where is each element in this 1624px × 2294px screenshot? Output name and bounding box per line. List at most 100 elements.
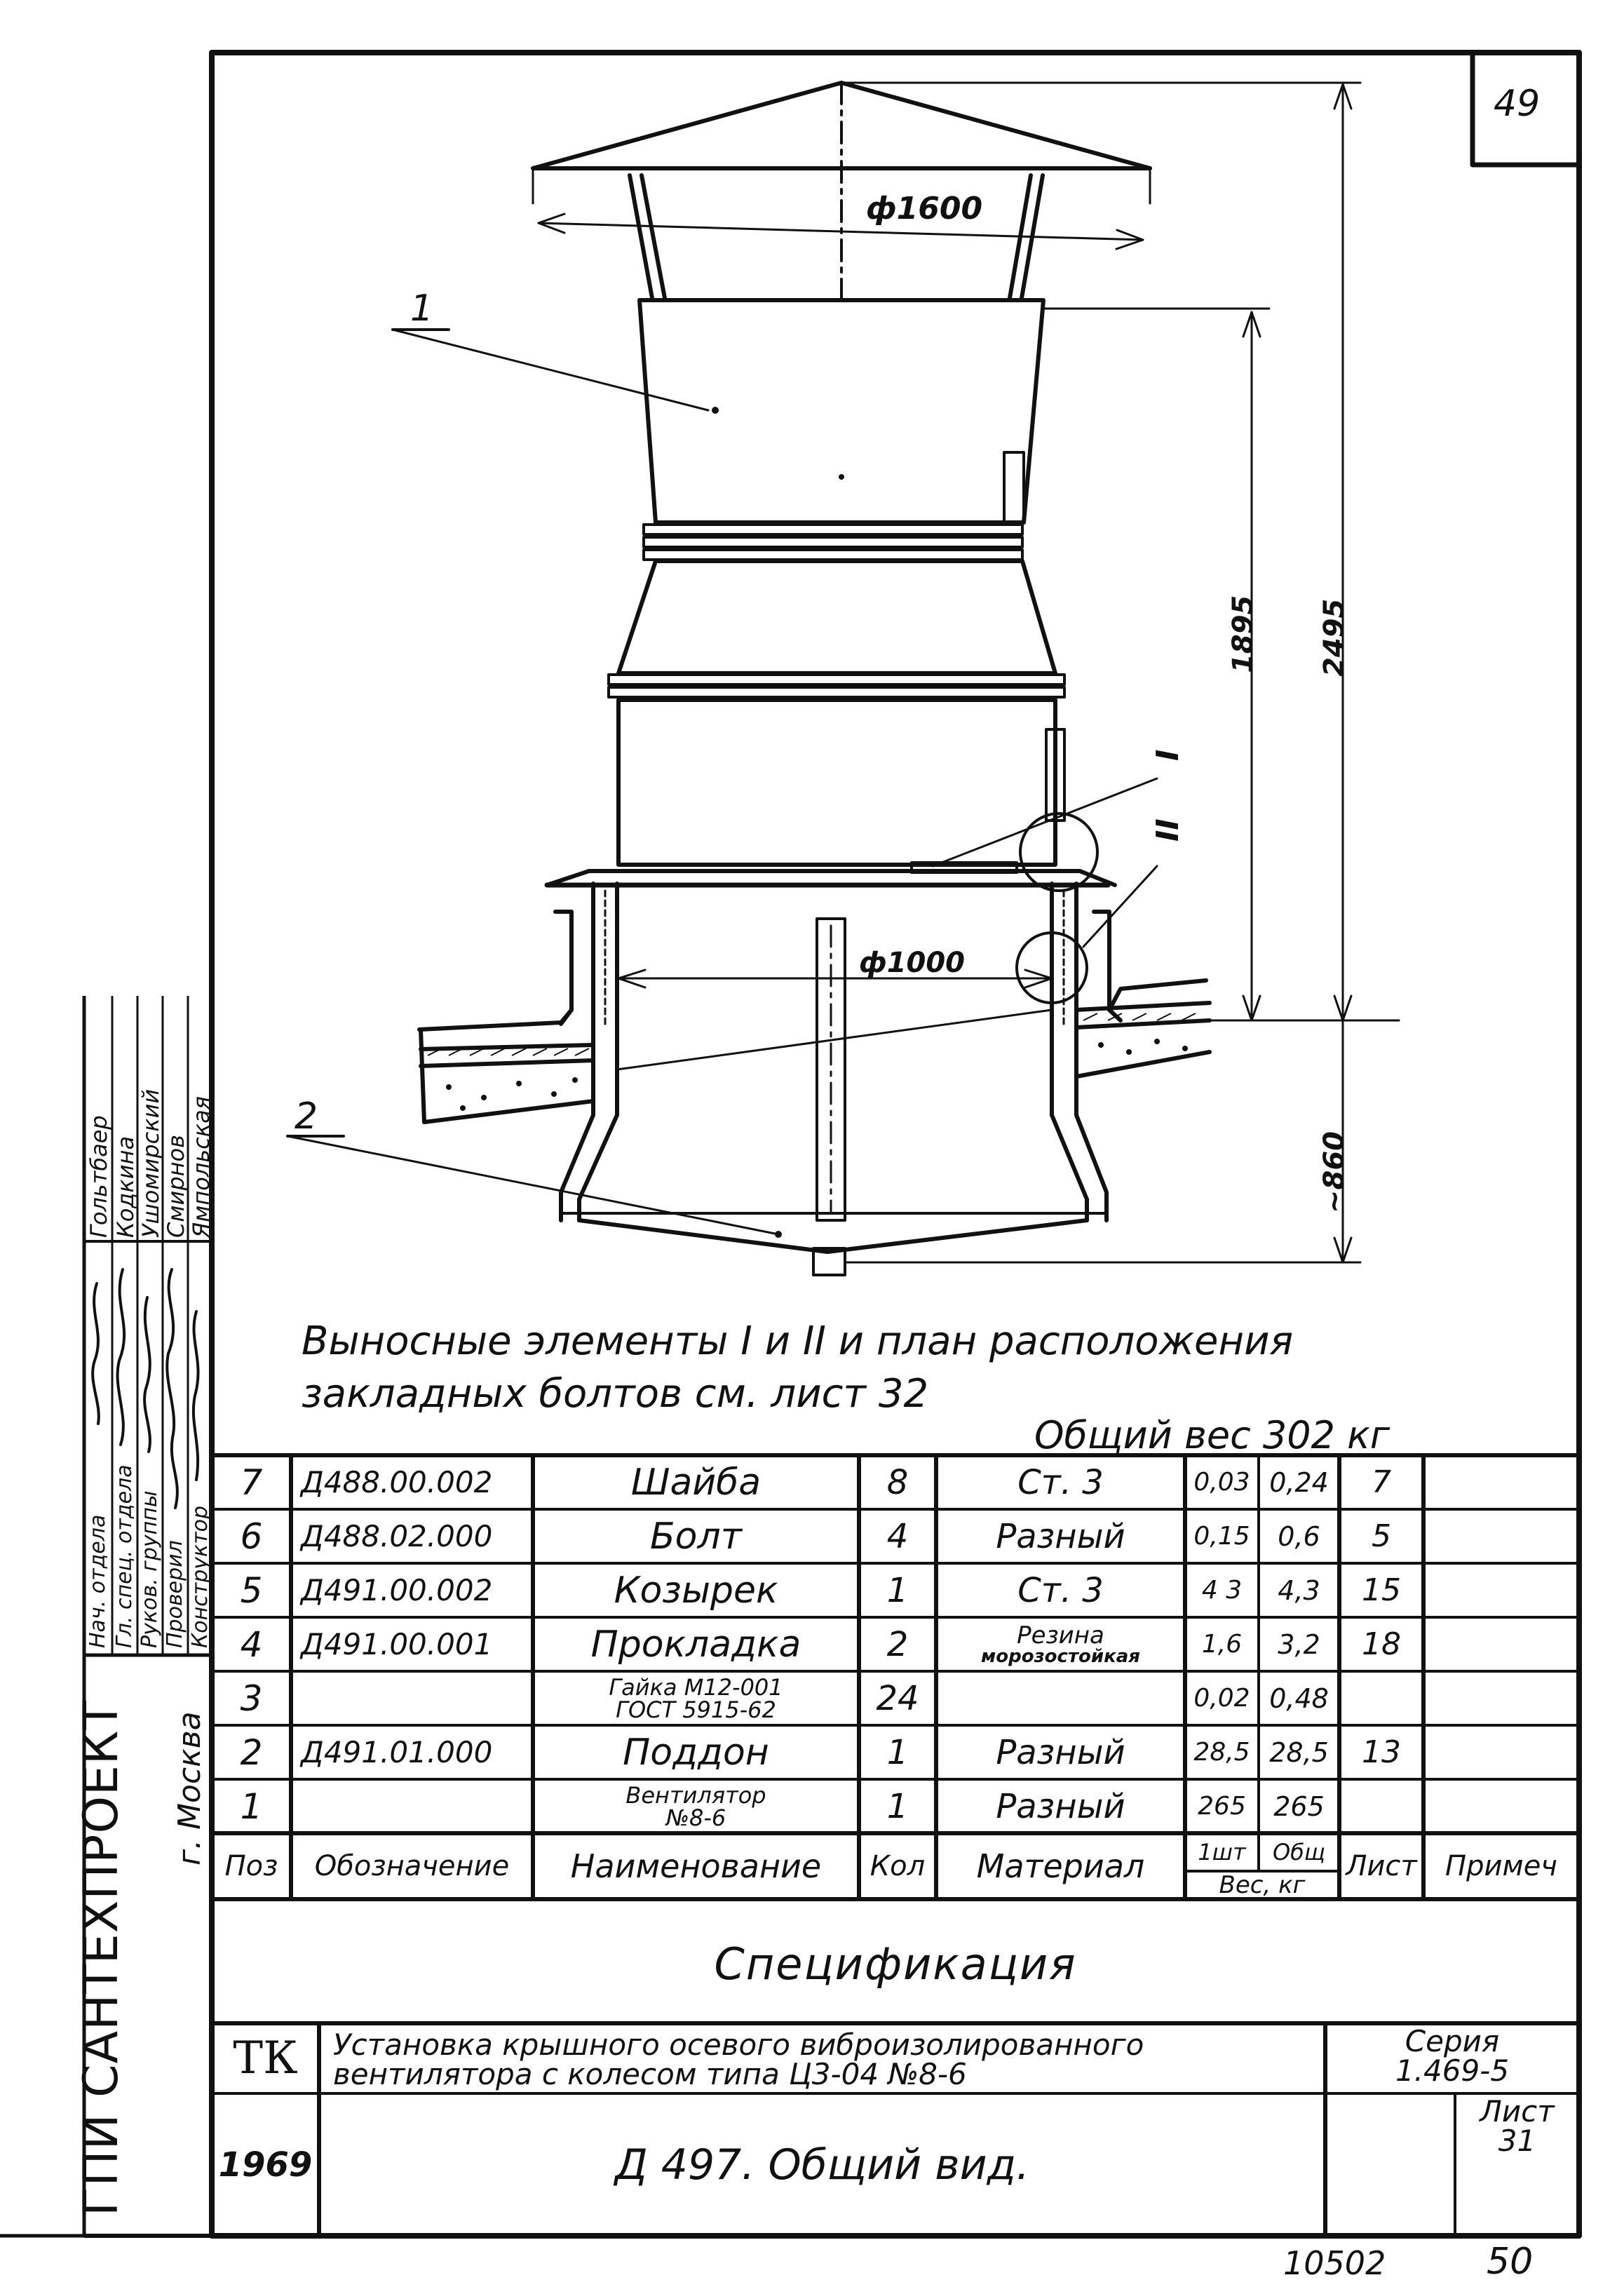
spec-designation: Д491.00.001: [301, 1627, 493, 1661]
spec-name: Козырек: [614, 1569, 778, 1612]
corner-number-box: [1470, 50, 1582, 168]
spec-weight-unit: 0,02: [1193, 1684, 1250, 1713]
spec-designation: Д491.01.000: [301, 1735, 493, 1769]
spec-material-line-1: Резина: [1017, 1621, 1104, 1649]
spec-sheet: 13: [1362, 1734, 1401, 1770]
spec-note: [1423, 1563, 1579, 1617]
dimension-height-1895: 1895: [1227, 595, 1259, 673]
spec-pos: 3: [240, 1678, 263, 1719]
spec-weight-total: 0,24: [1269, 1466, 1329, 1498]
dimension-height-2495: 2495: [1318, 598, 1351, 677]
spec-material: Разный: [996, 1786, 1125, 1826]
header-qty: Кол: [869, 1850, 926, 1882]
middle-cone: [616, 559, 1057, 675]
description-line-1: Установка крышного осевого виброизолиров…: [333, 2028, 1144, 2062]
spec-material: Разный: [996, 1732, 1125, 1772]
spec-name-line-2: №8-6: [665, 1804, 726, 1831]
spec-note: [1423, 1617, 1579, 1671]
spec-material: Резина морозостойкая: [936, 1617, 1185, 1671]
spec-designation: [291, 1779, 533, 1833]
stamp-name: Кодкина: [112, 1135, 139, 1238]
detail-circle-II: [1015, 931, 1088, 1004]
stamp-organization: ГПИ САНТЕХПРОЕКТ: [74, 1700, 129, 2216]
spec-material: Ст. 3: [1017, 1570, 1104, 1610]
spec-material: Ст. 3: [1017, 1462, 1104, 1502]
series-label: Серия: [1405, 2024, 1500, 2058]
spec-designation: Д491.00.002: [301, 1573, 493, 1607]
header-weight-total: Общ: [1272, 1839, 1326, 1865]
spec-pos: 5: [240, 1570, 263, 1611]
position-label-2: 2: [295, 1095, 318, 1138]
spec-pos: 4: [240, 1624, 263, 1665]
spec-sheet: [1339, 1779, 1423, 1833]
spec-note: [1423, 1509, 1579, 1563]
detail-circle-I: [1019, 812, 1099, 892]
spec-sheet: 15: [1362, 1572, 1401, 1608]
spec-weight-total: 28,5: [1269, 1736, 1329, 1768]
header-sheet: Лист: [1346, 1850, 1417, 1882]
total-weight: Общий вес 302 кг: [1034, 1413, 1390, 1457]
header-name: Наименование: [570, 1847, 822, 1885]
spec-name-line-1: Гайка М12-001: [609, 1673, 783, 1701]
header-note: Примеч: [1445, 1850, 1557, 1882]
spec-sheet: 5: [1372, 1518, 1391, 1554]
description-line-2: вентилятора с колесом типа Ц3-04 №8-6: [333, 2057, 967, 2091]
spec-weight-unit: 4 3: [1201, 1576, 1243, 1605]
drawing-title: Д 497. Общий вид.: [614, 2140, 1030, 2190]
tray-right: [1050, 1022, 1089, 1222]
spec-weight-unit: 0,15: [1193, 1522, 1250, 1551]
stamp-city: г. Москва: [172, 1711, 208, 1865]
spec-sheet: [1339, 1671, 1423, 1725]
spec-sheet: 7: [1372, 1464, 1391, 1500]
series-value: 1.469-5: [1395, 2053, 1510, 2088]
stamp-name: Ямпольская: [188, 1096, 215, 1238]
spec-material: Разный: [996, 1516, 1125, 1556]
spec-designation: [291, 1671, 533, 1725]
spec-name: Болт: [649, 1515, 742, 1558]
spec-note: [1423, 1725, 1579, 1779]
title-block-tk: ТК: [233, 2032, 298, 2084]
header-material: Материал: [976, 1847, 1145, 1885]
spec-qty: 4: [886, 1516, 909, 1556]
spec-name: Шайба: [630, 1461, 762, 1504]
dimension-depth-860: ~860: [1318, 1131, 1351, 1213]
spec-qty: 24: [876, 1678, 919, 1718]
footer-archive-number: 10502: [1283, 2244, 1386, 2282]
header-weight-unit: 1шт: [1198, 1839, 1246, 1865]
title-block-year: 1969: [218, 2145, 313, 2185]
spec-note: [1423, 1455, 1579, 1509]
spec-qty: 1: [886, 1786, 909, 1826]
spec-weight-total: 0,6: [1278, 1520, 1320, 1552]
spec-qty: 2: [886, 1624, 909, 1664]
duct-diameter-label: ф1000: [859, 947, 966, 979]
upper-diffuser: [637, 298, 1046, 525]
spec-name: Гайка М12-001 ГОСТ 5915-62: [533, 1671, 859, 1725]
spec-weight-unit: 1,6: [1201, 1630, 1243, 1659]
detail-label-II: II: [1150, 818, 1186, 842]
center-rod: [816, 917, 846, 1222]
title-block-series: Серия 1.469-5: [1325, 2027, 1579, 2090]
spec-weight-total: 0,48: [1269, 1682, 1329, 1714]
spec-pos: 2: [240, 1732, 263, 1773]
tray-left: [577, 1022, 619, 1222]
spec-weight-unit: 0,03: [1193, 1468, 1250, 1497]
roof-slab-left: [417, 1008, 595, 1124]
sheet-label: Лист: [1480, 2094, 1555, 2128]
title-block-sheet: Лист 31: [1455, 2097, 1579, 2230]
spec-weight-total: 3,2: [1278, 1628, 1320, 1660]
spec-qty: 8: [886, 1462, 909, 1502]
specification-title: Спецификация: [714, 1938, 1077, 1990]
stamp-name: Смирнов: [163, 1135, 189, 1238]
header-designation: Обозначение: [314, 1850, 510, 1882]
spec-qty: 1: [886, 1570, 909, 1610]
spec-pos: 1: [240, 1786, 263, 1827]
header-pos: Поз: [224, 1850, 278, 1882]
spec-sheet: 18: [1362, 1626, 1401, 1662]
drawing-note-line-1: Выносные элементы I и II и план располож…: [302, 1318, 1294, 1364]
detail-label-I: I: [1150, 749, 1186, 761]
footer-page-number: 50: [1487, 2241, 1534, 2283]
spec-material: [936, 1671, 1185, 1725]
spec-weight-unit: 265: [1198, 1792, 1246, 1821]
spec-material-line-2: морозостойкая: [980, 1645, 1140, 1667]
title-block-description: Установка крышного осевого виброизолиров…: [333, 2028, 1315, 2091]
